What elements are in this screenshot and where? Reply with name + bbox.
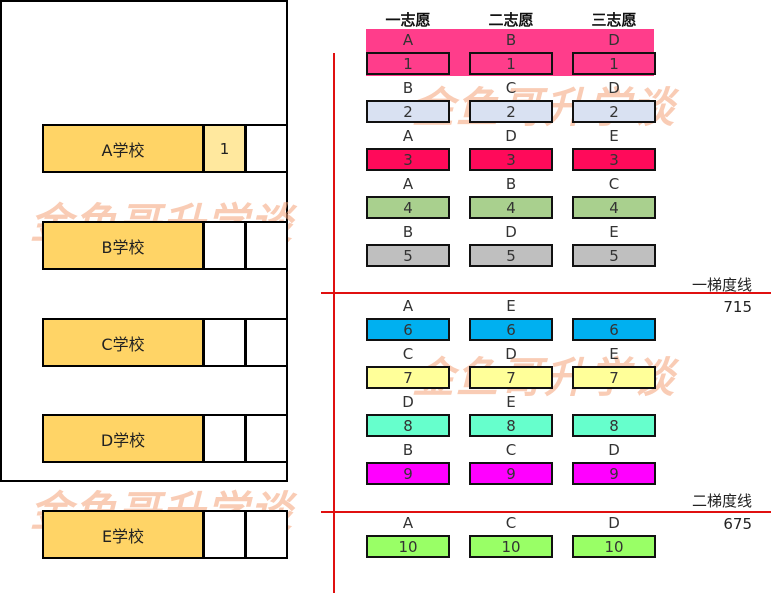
student-box: 9	[469, 462, 553, 485]
student-box: 10	[366, 535, 450, 558]
choice-label: C	[505, 514, 517, 532]
school-row: E学校	[42, 510, 288, 559]
school-name: A学校	[42, 124, 204, 173]
choice-label: B	[505, 31, 517, 49]
student-box: 5	[469, 244, 553, 267]
student-box: 7	[469, 366, 553, 389]
choice-label: C	[402, 345, 414, 363]
choice-label: A	[402, 127, 414, 145]
choice-label: B	[505, 175, 517, 193]
cutoff-line-2-score: 675	[723, 515, 752, 533]
student-box: 7	[572, 366, 656, 389]
student-box: 9	[366, 462, 450, 485]
choice-label: A	[402, 297, 414, 315]
school-name: B学校	[42, 221, 204, 270]
choice-label: E	[609, 127, 619, 145]
choice-label: A	[402, 31, 414, 49]
choice-label: C	[505, 441, 517, 459]
student-box: 1	[572, 52, 656, 75]
student-box: 8	[366, 414, 450, 437]
school-name: D学校	[42, 414, 204, 463]
choice-label: B	[402, 441, 414, 459]
choice-label: D	[608, 514, 620, 532]
school-row: C学校	[42, 318, 288, 367]
student-box: 3	[572, 148, 656, 171]
admission-slot	[203, 414, 246, 463]
student-box: 8	[572, 414, 656, 437]
student-box: 7	[366, 366, 450, 389]
school-row: B学校	[42, 221, 288, 270]
student-box: 3	[366, 148, 450, 171]
student-box: 6	[366, 318, 450, 341]
admission-slot	[245, 221, 288, 270]
student-box: 1	[469, 52, 553, 75]
choice-label: D	[608, 79, 620, 97]
student-box: 1	[366, 52, 450, 75]
header-second-choice: 二志愿	[488, 11, 534, 29]
cutoff-line-1	[321, 292, 771, 294]
cutoff-line-1-score: 715	[723, 298, 752, 316]
choice-label: B	[402, 79, 414, 97]
cutoff-line-1-label: 一梯度线	[691, 276, 752, 294]
student-box: 4	[572, 196, 656, 219]
admission-slot	[245, 318, 288, 367]
header-third-choice: 三志愿	[591, 11, 637, 29]
student-box: 9	[572, 462, 656, 485]
choice-label: D	[505, 223, 517, 241]
choice-label: D	[608, 441, 620, 459]
admission-slot	[245, 510, 288, 559]
admission-slot: 1	[203, 124, 246, 173]
student-box: 5	[366, 244, 450, 267]
student-box: 4	[366, 196, 450, 219]
school-name: E学校	[42, 510, 204, 559]
cutoff-line-2-label: 二梯度线	[691, 492, 752, 510]
student-box: 5	[572, 244, 656, 267]
cutoff-line-2	[321, 511, 771, 513]
student-box: 8	[469, 414, 553, 437]
admission-slot	[203, 221, 246, 270]
choice-label: C	[608, 175, 620, 193]
admission-slot	[245, 414, 288, 463]
choice-label: D	[505, 127, 517, 145]
admission-slot	[203, 318, 246, 367]
choice-label: A	[402, 175, 414, 193]
admission-slot	[203, 510, 246, 559]
student-box: 6	[572, 318, 656, 341]
student-box: 10	[572, 535, 656, 558]
choice-label: D	[505, 345, 517, 363]
student-box: 2	[572, 100, 656, 123]
student-box: 4	[469, 196, 553, 219]
choice-label: D	[608, 31, 620, 49]
choice-label: A	[402, 514, 414, 532]
student-box: 2	[469, 100, 553, 123]
choice-label: E	[506, 297, 516, 315]
choice-label: D	[402, 393, 414, 411]
school-row: D学校	[42, 414, 288, 463]
student-box: 2	[366, 100, 450, 123]
choice-label: C	[505, 79, 517, 97]
choice-label: E	[506, 393, 516, 411]
student-box: 6	[469, 318, 553, 341]
header-first-choice: 一志愿	[385, 11, 431, 29]
admission-slot	[245, 124, 288, 173]
vertical-divider	[333, 53, 335, 593]
student-box: 3	[469, 148, 553, 171]
choice-label: E	[609, 345, 619, 363]
school-name: C学校	[42, 318, 204, 367]
student-box: 10	[469, 535, 553, 558]
choice-label: E	[609, 223, 619, 241]
choice-label: B	[402, 223, 414, 241]
